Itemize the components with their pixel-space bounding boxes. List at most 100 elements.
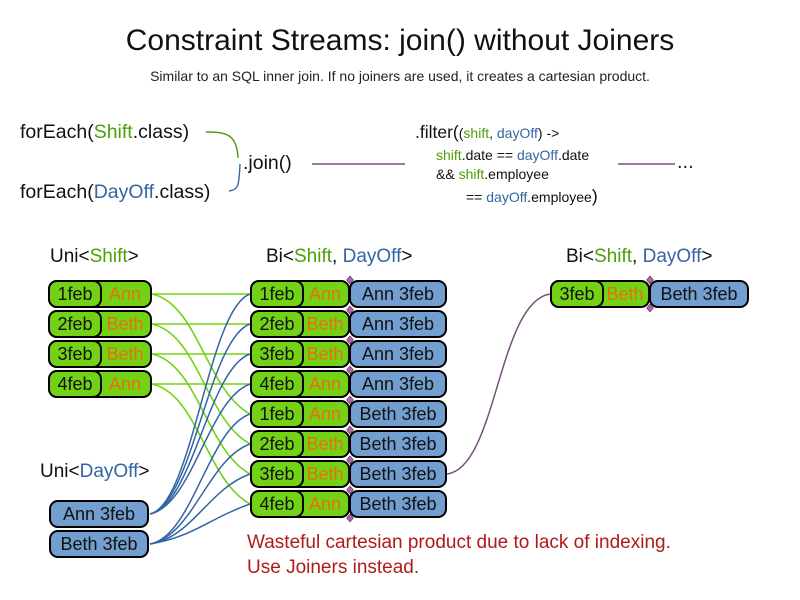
pair-date-cell: 4feb bbox=[250, 490, 304, 518]
pair-employee-cell: Beth bbox=[306, 463, 344, 484]
shift-date-cell: 3feb bbox=[48, 340, 102, 368]
shift-box: 4feb Ann bbox=[48, 370, 152, 398]
result-employee-cell: Beth bbox=[606, 283, 644, 304]
uni-shift-type: Shift bbox=[89, 246, 128, 267]
foreach-dayoff-class: DayOff bbox=[93, 181, 155, 203]
shift-stream-brace-line bbox=[205, 131, 239, 159]
filter-code-line3: && shift.employee bbox=[436, 166, 549, 182]
shift-row: 1feb Ann bbox=[48, 280, 152, 308]
pair-shift-box: 3feb Beth bbox=[250, 340, 350, 368]
pair-employee-cell: Ann bbox=[308, 493, 342, 514]
filter-open: .filter( bbox=[415, 122, 459, 142]
pair-dayoff-box: Ann 3feb bbox=[349, 280, 447, 308]
pair-to-result-line bbox=[446, 293, 551, 475]
pair-row: 2feb Beth Ann 3feb bbox=[250, 310, 447, 338]
filter-l2-date: .date bbox=[557, 147, 590, 163]
pair-date-cell: 2feb bbox=[250, 430, 304, 458]
filter-arrow: ) -> bbox=[537, 125, 560, 141]
pair-row: 4feb Ann Beth 3feb bbox=[250, 490, 447, 518]
foreach-shift-code: forEach(Shift.class) bbox=[20, 121, 189, 144]
filter-l4-dayoff: dayOff bbox=[486, 189, 528, 205]
shift-box: 3feb Beth bbox=[48, 340, 152, 368]
filter-paren: ( bbox=[458, 125, 464, 141]
filter-l3-and: && bbox=[436, 166, 459, 182]
dayoff-box: Beth 3feb bbox=[49, 530, 149, 558]
foreach-dayoff-pre: forEach( bbox=[20, 181, 94, 203]
shift-box: 1feb Ann bbox=[48, 280, 152, 308]
pair-shift-box: 4feb Ann bbox=[250, 490, 350, 518]
pair-row: 3feb Beth Beth 3feb bbox=[250, 460, 447, 488]
uni-shift-post: > bbox=[127, 246, 139, 267]
pair-row: 1feb Ann Ann 3feb bbox=[250, 280, 447, 308]
dayoff-stream-brace-line bbox=[228, 163, 241, 192]
pair-date-cell: 1feb bbox=[250, 280, 304, 308]
foreach-dayoff-post: .class) bbox=[154, 181, 211, 203]
bi-mid-dayoff: DayOff bbox=[342, 246, 402, 267]
shift-row: 2feb Beth bbox=[48, 310, 152, 338]
shift-employee-cell: Ann bbox=[108, 373, 142, 394]
uni-shift-pre: Uni< bbox=[50, 246, 90, 267]
uni-dayoff-post: > bbox=[138, 461, 150, 482]
shift-row: 4feb Ann bbox=[48, 370, 152, 398]
result-dayoff-box: Beth 3feb bbox=[649, 280, 749, 308]
page-title: Constraint Streams: join() without Joine… bbox=[125, 24, 675, 57]
bi-right-post: > bbox=[701, 246, 713, 267]
result-date-cell: 3feb bbox=[550, 280, 604, 308]
filter-code-line1: .filter((shift, dayOff) -> bbox=[415, 122, 559, 143]
pair-dayoff-box: Beth 3feb bbox=[349, 460, 447, 488]
bi-mid-post: > bbox=[401, 246, 413, 267]
pair-employee-cell: Beth bbox=[306, 343, 344, 364]
uni-dayoff-type: DayOff bbox=[79, 461, 139, 482]
filter-comma: , bbox=[489, 125, 497, 141]
pair-date-cell: 3feb bbox=[250, 460, 304, 488]
filter-l3-employee: .employee bbox=[484, 166, 549, 182]
pair-employee-cell: Ann bbox=[308, 283, 342, 304]
pair-row: 2feb Beth Beth 3feb bbox=[250, 430, 447, 458]
pair-dayoff-box: Beth 3feb bbox=[349, 430, 447, 458]
pair-employee-cell: Beth bbox=[306, 433, 344, 454]
bi-mid-shift: Shift bbox=[294, 246, 333, 267]
warning-line2: Use Joiners instead. bbox=[247, 557, 420, 578]
pair-dayoff-box: Ann 3feb bbox=[349, 310, 447, 338]
pair-employee-cell: Ann bbox=[308, 403, 342, 424]
filter-code-line4: == dayOff.employee) bbox=[466, 186, 598, 207]
shift-employee-cell: Beth bbox=[106, 343, 144, 364]
foreach-shift-post: .class) bbox=[132, 121, 190, 143]
foreach-shift-pre: forEach( bbox=[20, 121, 94, 143]
pair-dayoff-box: Ann 3feb bbox=[349, 370, 447, 398]
uni-shift-header: Uni<Shift> bbox=[50, 246, 139, 268]
shift-date-cell: 4feb bbox=[48, 370, 102, 398]
pair-row: 3feb Beth Ann 3feb bbox=[250, 340, 447, 368]
continuation-ellipsis: ... bbox=[677, 151, 694, 173]
bi-mid-sep: , bbox=[332, 246, 343, 267]
warning-line1: Wasteful cartesian product due to lack o… bbox=[247, 532, 671, 553]
dayoff-box: Ann 3feb bbox=[49, 500, 149, 528]
pair-shift-box: 2feb Beth bbox=[250, 310, 350, 338]
filter-l2-eq: .date == bbox=[461, 147, 517, 163]
pair-shift-box: 2feb Beth bbox=[250, 430, 350, 458]
pair-shift-box: 3feb Beth bbox=[250, 460, 350, 488]
pair-shift-box: 1feb Ann bbox=[250, 400, 350, 428]
uni-dayoff-header: Uni<DayOff> bbox=[40, 461, 150, 483]
filter-l2-dayoff: dayOff bbox=[516, 147, 558, 163]
pair-row: 1feb Ann Beth 3feb bbox=[250, 400, 447, 428]
bi-right-shift: Shift bbox=[594, 246, 633, 267]
bi-mid-pre: Bi< bbox=[266, 246, 294, 267]
filter-l2-shift: shift bbox=[436, 147, 462, 163]
pair-dayoff-box: Beth 3feb bbox=[349, 400, 447, 428]
uni-dayoff-pre: Uni< bbox=[40, 461, 80, 482]
pair-date-cell: 2feb bbox=[250, 310, 304, 338]
pair-dayoff-box: Ann 3feb bbox=[349, 340, 447, 368]
pair-date-cell: 4feb bbox=[250, 370, 304, 398]
shift-box: 2feb Beth bbox=[48, 310, 152, 338]
pair-row: 4feb Ann Ann 3feb bbox=[250, 370, 447, 398]
filter-close: ) bbox=[591, 186, 598, 206]
shift-employee-cell: Beth bbox=[106, 313, 144, 334]
shift-employee-cell: Ann bbox=[108, 283, 142, 304]
dayoff-to-pair-lines bbox=[149, 293, 251, 545]
pair-dayoff-box: Beth 3feb bbox=[349, 490, 447, 518]
filter-l3-shift: shift bbox=[458, 166, 485, 182]
page-subtitle: Similar to an SQL inner join. If no join… bbox=[150, 68, 650, 84]
bi-right-pre: Bi< bbox=[566, 246, 594, 267]
